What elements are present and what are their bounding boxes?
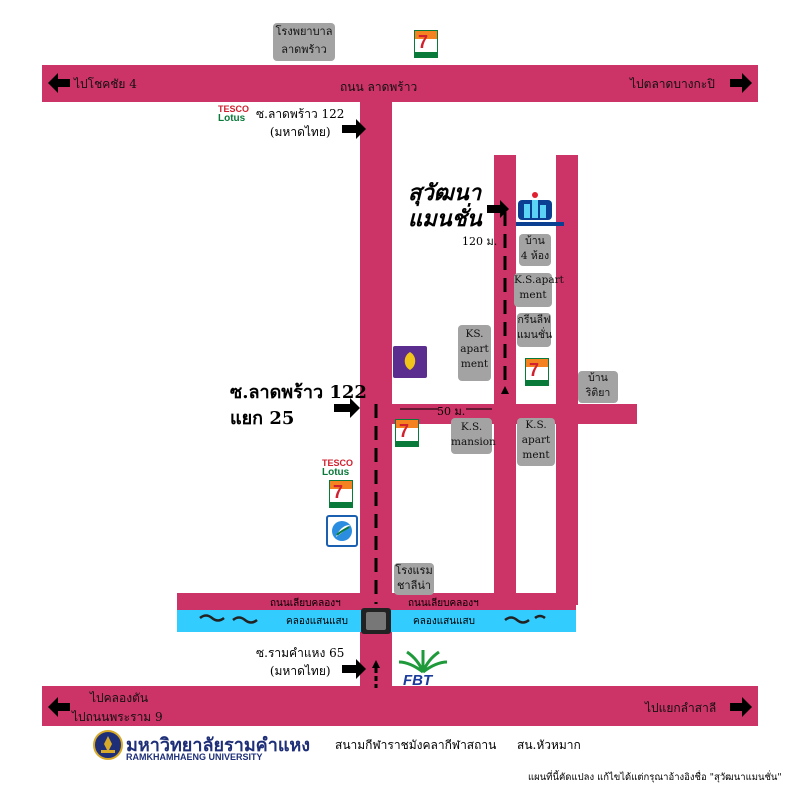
seven-eleven-icon: 7 [525,358,549,386]
dashed-route-south [372,660,380,688]
dashed-route-cross [400,408,492,410]
stadium-label: สนามกีฬาราชมังคลากีฬาสถาน [335,738,497,752]
ks-apartment-lower: K.S. apart ment [517,418,555,466]
bangchak-gas-icon [326,515,358,547]
dashed-route-main [374,404,378,604]
soi-branch-2 [556,155,578,605]
tesco-lotus-logo: TESCO Lotus [322,458,354,478]
bottom-right-label: ไปแยกลำสาลี [645,701,717,715]
canal-road-left: ถนนเลียบคลองฯ [270,598,341,609]
hotel-chalina: โรงแรม ชาลีน่า [394,563,434,595]
university-seal-icon [93,730,123,760]
target-name: สุวัฒนา แมนชั่น [408,180,482,232]
seven-eleven-icon: 7 [329,480,353,508]
right-top-road-label: ไปตลาดบางกะปิ [630,77,715,91]
ks-apartment-mid: KS. apart ment [458,325,491,381]
arrow-right-icon [730,73,752,93]
university-name-th: มหาวิทยาลัยรามคำแหง [126,735,311,755]
tesco-lotus-logo: TESCO Lotus [218,104,250,124]
credit-text: แผนที่นี้คัดแปลง แก้ไขได้แต่กรุณาอ้างอิง… [528,772,782,783]
arrow-left-icon [48,697,70,717]
hospital-label: โรงพยาบาล ลาดพร้าว [273,23,335,61]
arrow-right-icon [342,659,366,679]
canal-name-right: คลองแสนแสบ [413,616,475,627]
soi-122-25-label: ซ.ลาดพร้าว 122 แยก 25 [230,382,367,429]
left-top-road-label: ไปโชคชัย 4 [74,77,137,91]
ks-mansion: K.S. mansion [451,418,496,454]
canal-road-right: ถนนเลียบคลองฯ [408,598,479,609]
canal-name-left: คลองแสนแสบ [286,616,348,627]
bottom-main-road [42,686,758,726]
arrow-right-icon [730,697,752,717]
distance-50m: 50 ม. [437,405,466,418]
seven-eleven-icon: 7 [395,419,419,447]
green-leaf-mansion: กรีนลีฟ แมนชั่น [517,313,552,347]
lat-phrao-road [42,65,758,102]
soi-122-label: ซ.ลาดพร้าว 122 (มหาดไทย) [256,107,345,139]
seven-eleven-icon: 7 [414,30,438,58]
canal-waves [199,614,546,624]
suwattana-logo-icon [516,192,564,226]
fbt-logo: FBT [397,648,449,689]
university-name-en: RAMKHAMHAENG UNIVERSITY [126,752,263,762]
scb-bank-icon [393,346,427,378]
baan-4-hong: บ้าน 4 ห้อง [519,234,551,266]
bottom-left-label-2: ไปถนนพระราม 9 [72,710,163,724]
baan-ritiya: บ้าน ริติยา [578,371,618,403]
bottom-left-label-1: ไปคลองตัน [90,691,149,705]
police-label: สน.หัวหมาก [517,738,581,752]
bridge [361,608,391,634]
arrow-left-icon [48,73,70,93]
soi-ramkhamhaeng-label: ซ.รามคำแหง 65 (มหาดไทย) [256,646,345,678]
top-road-name: ถนน ลาดพร้าว [340,80,418,94]
ks-apartment-right: K.S.apart ment [514,273,564,307]
arrow-right-icon [334,398,360,418]
distance-120m: 120 ม. [462,235,498,248]
dashed-route-branch [501,212,509,394]
arrow-right-icon [342,119,366,139]
